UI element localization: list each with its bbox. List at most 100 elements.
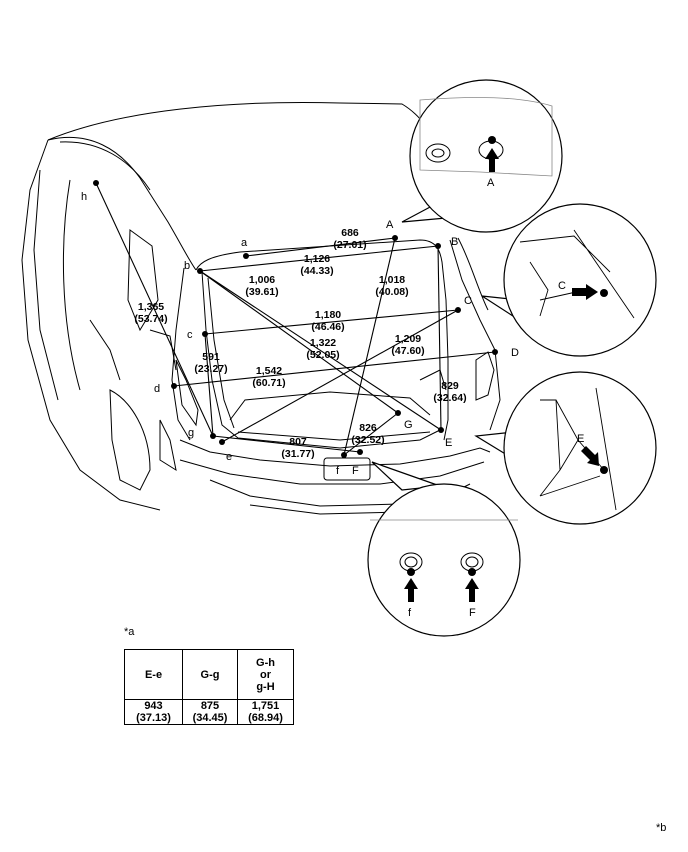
detail-circle-A: A bbox=[401, 79, 563, 233]
point-f-detail bbox=[407, 568, 415, 576]
detail-label-f: f bbox=[408, 607, 412, 619]
point-e bbox=[219, 439, 225, 445]
dim-value-c_C: 1,180 bbox=[315, 309, 341, 321]
dim-inch-e_C: (47.60) bbox=[391, 345, 424, 357]
point-A bbox=[392, 235, 398, 241]
dim-value-d_D: 1,542 bbox=[256, 365, 282, 377]
point-A-detail bbox=[488, 136, 496, 144]
measurement-lines bbox=[93, 180, 498, 458]
dim-line-B-E bbox=[437, 245, 442, 431]
point-label-A: A bbox=[386, 219, 394, 231]
dim-line-b-E bbox=[199, 270, 442, 431]
point-G bbox=[395, 410, 401, 416]
point-label-g: g bbox=[188, 427, 194, 439]
note-a-marker: *a bbox=[124, 626, 135, 638]
dim-line-b-G bbox=[199, 270, 399, 414]
dim-inch-f_A: (40.08) bbox=[375, 286, 408, 298]
point-label-E: E bbox=[445, 437, 452, 449]
note-b-marker: *b bbox=[656, 822, 667, 834]
dim-line-f-A bbox=[343, 237, 396, 456]
dim-line-d-D bbox=[173, 351, 496, 387]
point-label-D: D bbox=[511, 347, 519, 359]
dim-value-c_g: 591 bbox=[202, 351, 220, 363]
dim-inch-c_C: (46.46) bbox=[311, 321, 344, 333]
dim-line-f-G bbox=[343, 412, 399, 456]
detail-circle-E: E bbox=[474, 371, 657, 525]
dim-inch-B_E: (32.64) bbox=[433, 392, 466, 404]
point-C-detail bbox=[600, 289, 608, 297]
dim-line-c-C bbox=[204, 309, 459, 335]
dim-line-h-g bbox=[95, 182, 214, 437]
vehicle-body-outline bbox=[21, 101, 501, 515]
dim-value-B_E: 829 bbox=[441, 380, 459, 392]
point-E-detail bbox=[600, 466, 608, 474]
arrow-f bbox=[404, 578, 418, 602]
dim-line-b-B bbox=[199, 245, 439, 272]
dim-line-e-C bbox=[221, 309, 459, 443]
detail-label-F: F bbox=[469, 607, 476, 619]
arrow-E bbox=[581, 446, 599, 466]
point-label-F: F bbox=[352, 465, 359, 477]
table-value-e-e: 943(37.13) bbox=[124, 699, 183, 725]
dim-inch-f_G: (32.52) bbox=[351, 434, 384, 446]
dim-value-a_A: 686 bbox=[341, 227, 359, 239]
point-C bbox=[455, 307, 461, 313]
point-F-detail bbox=[468, 568, 476, 576]
dim-inch-b_G: (39.61) bbox=[245, 286, 278, 298]
point-label-B: B bbox=[451, 236, 458, 248]
point-D bbox=[492, 349, 498, 355]
arrow-C bbox=[572, 284, 598, 300]
table-value-g-h: 1,751(68.94) bbox=[237, 699, 294, 725]
table-header-g-g: G-g bbox=[182, 649, 238, 700]
point-label-G: G bbox=[404, 419, 413, 431]
dim-value-h_g: 1,365 bbox=[138, 301, 164, 313]
table-header-e-e: E-e bbox=[124, 649, 183, 700]
dim-value-f_G: 826 bbox=[359, 422, 377, 434]
grommet-left bbox=[425, 143, 451, 163]
dim-value-b_G: 1,006 bbox=[249, 274, 275, 286]
point-h bbox=[93, 180, 99, 186]
point-f bbox=[341, 452, 347, 458]
dim-value-f_A: 1,018 bbox=[379, 274, 405, 286]
point-a bbox=[243, 253, 249, 259]
dim-inch-c_g: (23.27) bbox=[194, 363, 227, 375]
dim-inch-a_B: (44.33) bbox=[300, 265, 333, 277]
dim-line-g-F bbox=[212, 435, 361, 453]
table-value-g-g: 875(34.45) bbox=[182, 699, 238, 725]
dim-value-g_F: 807 bbox=[289, 436, 307, 448]
dim-value-b_E: 1,322 bbox=[310, 337, 336, 349]
detail-label-A: A bbox=[487, 177, 495, 189]
point-label-a: a bbox=[241, 237, 248, 249]
detail-label-C: C bbox=[558, 280, 566, 292]
dim-line-c-g bbox=[204, 333, 214, 437]
dim-value-a_B: 1,126 bbox=[304, 253, 330, 265]
point-label-C: C bbox=[464, 295, 472, 307]
dim-inch-b_E: (52.05) bbox=[306, 349, 339, 361]
dim-inch-a_A: (27.01) bbox=[333, 239, 366, 251]
detail-label-E: E bbox=[577, 433, 584, 445]
arrow-A bbox=[485, 148, 499, 172]
point-label-c: c bbox=[187, 329, 193, 341]
point-label-b: b bbox=[184, 260, 190, 272]
point-d bbox=[171, 383, 177, 389]
point-g bbox=[210, 433, 216, 439]
detail-circle-C: C bbox=[481, 203, 657, 357]
point-label-h: h bbox=[81, 191, 87, 203]
point-F bbox=[357, 449, 363, 455]
point-c bbox=[202, 331, 208, 337]
point-label-e: e bbox=[226, 451, 232, 463]
dim-inch-g_F: (31.77) bbox=[281, 448, 314, 460]
arrow-F bbox=[465, 578, 479, 602]
dim-line-a-A bbox=[245, 237, 396, 257]
point-E bbox=[438, 427, 444, 433]
dim-inch-h_g: (53.74) bbox=[134, 313, 167, 325]
point-b bbox=[197, 268, 203, 274]
point-label-d: d bbox=[154, 383, 160, 395]
point-B bbox=[435, 243, 441, 249]
